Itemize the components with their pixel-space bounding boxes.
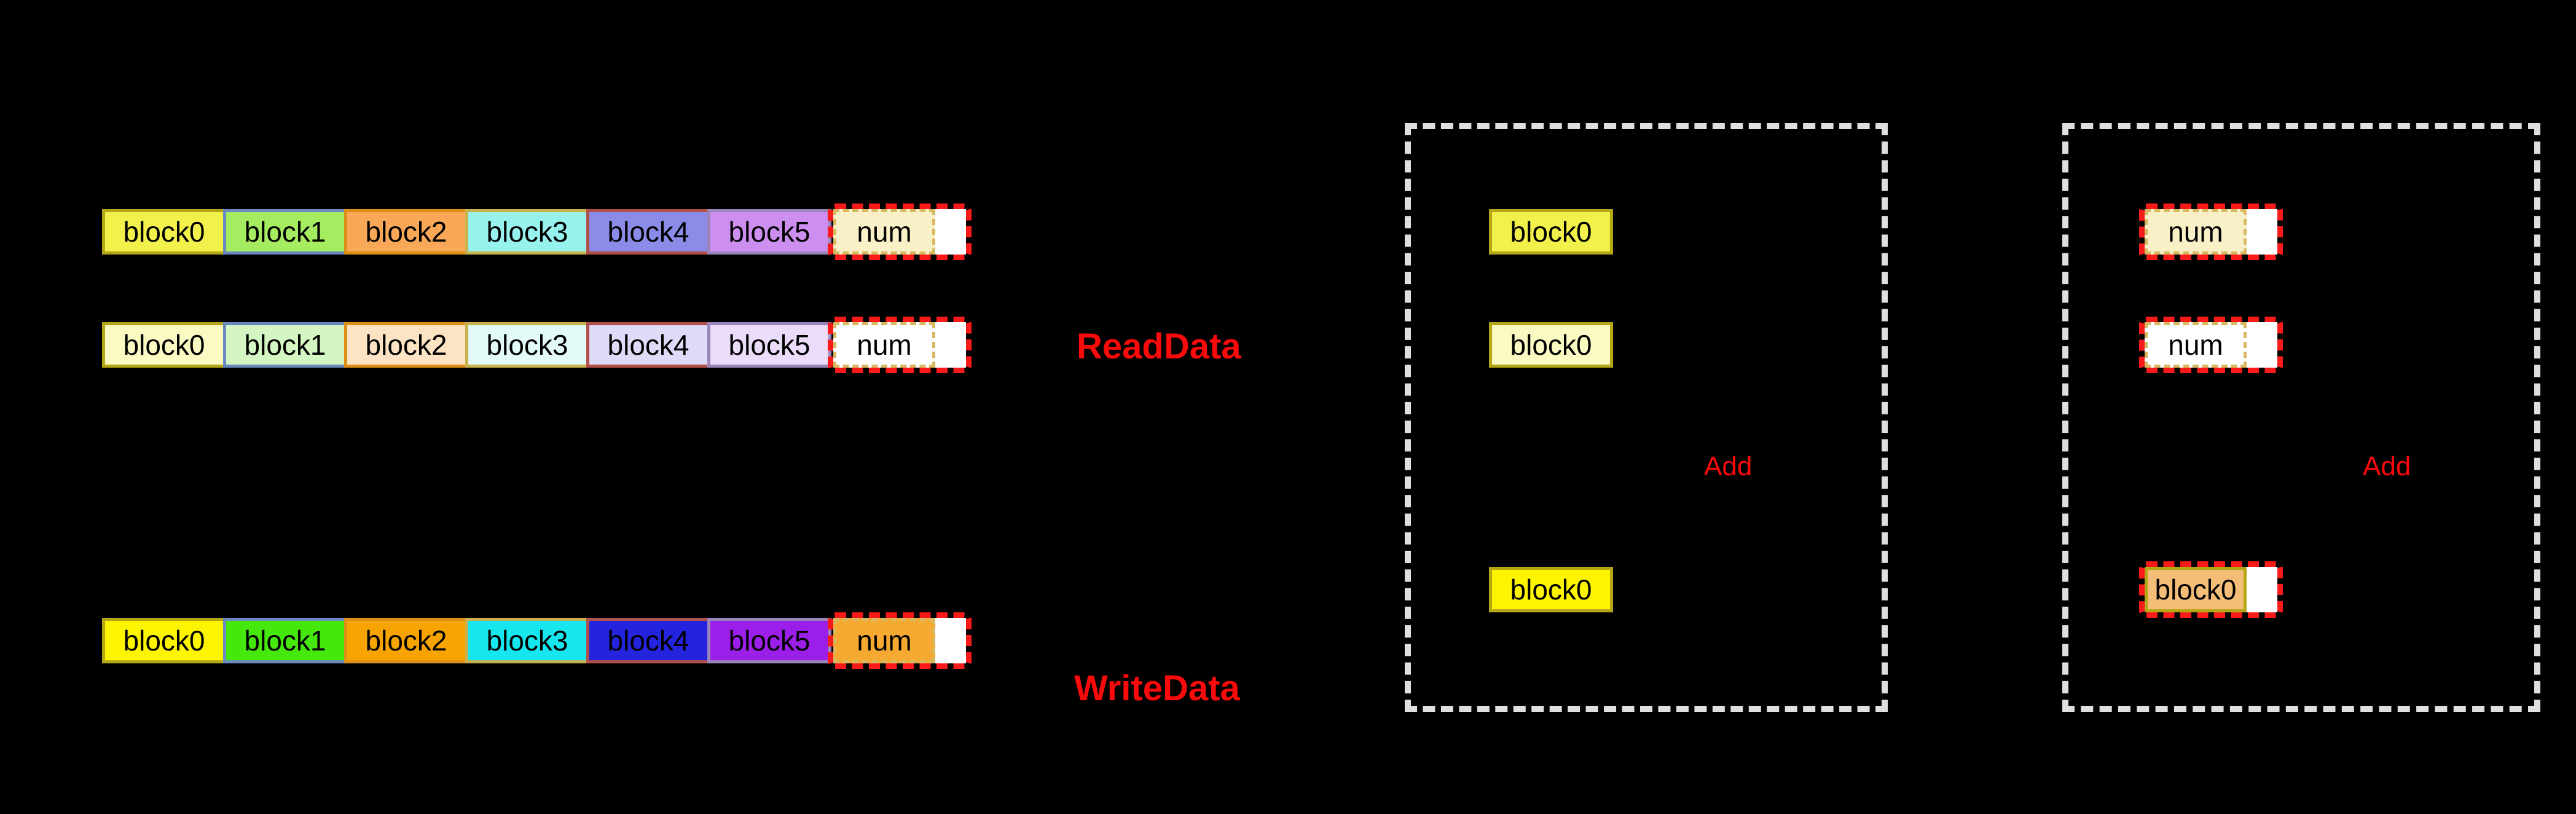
memory-block-cell: block0 (1489, 209, 1613, 255)
memory-block-cell: block5 (707, 209, 831, 255)
memory-block-cell: block1 (223, 209, 347, 255)
num-selection-annotation: num (828, 612, 972, 669)
extra-slot (2247, 322, 2277, 368)
memory-row-write: block0 block1 block2 block3 block4 block… (102, 612, 972, 669)
memory-block-cell: block5 (707, 618, 831, 663)
extra-slot (2247, 567, 2277, 612)
memory-block-cell: block0 (102, 322, 226, 368)
dashed-group-box-num: num num Add block0 (2062, 123, 2540, 712)
memory-block-cell: block1 (223, 618, 347, 663)
memory-block-cell: block0 (2145, 567, 2247, 612)
memory-block-cell: block5 (707, 322, 831, 368)
memory-block-cell: block2 (344, 209, 468, 255)
add-operation-label: Add (2363, 451, 2411, 481)
memory-block-cell: block3 (465, 209, 589, 255)
memory-block-cell: block2 (344, 322, 468, 368)
add-operation-label: Add (1704, 451, 1753, 481)
num-selection-annotation: num (828, 204, 972, 260)
memory-block-cell: block3 (465, 618, 589, 663)
memory-block-cell: block4 (586, 618, 710, 663)
extra-slot (935, 322, 966, 368)
num-selection-annotation: num (828, 317, 972, 373)
memory-row-read-2: block0 block1 block2 block3 block4 block… (102, 317, 972, 373)
memory-block-cell: block0 (102, 618, 226, 663)
memory-block-cell: block4 (586, 209, 710, 255)
num-selection-annotation: num (2139, 317, 2283, 373)
memory-block-cell: block4 (586, 322, 710, 368)
memory-block-cell: block2 (344, 618, 468, 663)
memory-block-cell: block3 (465, 322, 589, 368)
dashed-group-box-block0: block0 block0 Add block0 (1405, 123, 1888, 712)
num-cell: num (833, 209, 935, 255)
memory-block-cell: block1 (223, 322, 347, 368)
num-cell: num (833, 618, 935, 663)
extra-slot (2247, 209, 2277, 255)
memory-block-cell: block0 (1489, 322, 1613, 368)
write-data-label: WriteData (1074, 668, 1240, 708)
extra-slot (935, 209, 966, 255)
num-selection-annotation: num (2139, 204, 2283, 260)
memory-block-cell: block0 (1489, 567, 1613, 612)
num-cell: num (2145, 322, 2247, 368)
block0-selection-annotation: block0 (2139, 561, 2283, 618)
num-cell: num (833, 322, 935, 368)
read-data-label: ReadData (1077, 326, 1241, 366)
extra-slot (935, 618, 966, 663)
memory-row-read-1: block0 block1 block2 block3 block4 block… (102, 204, 972, 260)
num-cell: num (2145, 209, 2247, 255)
memory-block-cell: block0 (102, 209, 226, 255)
